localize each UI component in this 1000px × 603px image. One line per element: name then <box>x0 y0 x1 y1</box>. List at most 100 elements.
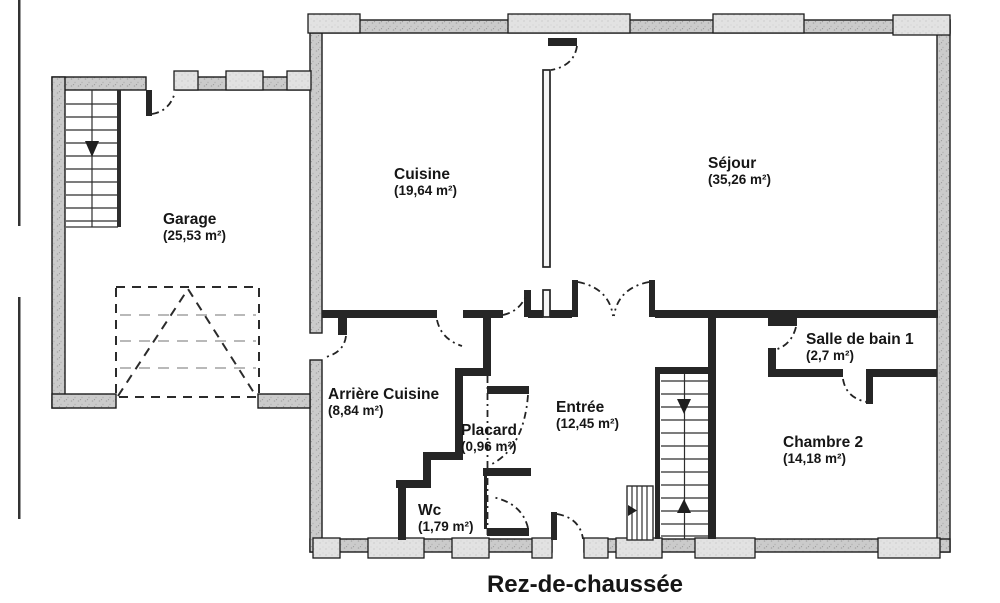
door-arc-sejour-left <box>577 281 614 317</box>
interior-walls <box>322 69 938 540</box>
window-bottom-2 <box>367 537 425 559</box>
room-name: Séjour <box>708 155 756 172</box>
room-area: (0,96 m²) <box>461 439 517 454</box>
door-arc-cuisine-sejour <box>550 45 578 71</box>
wall-cuisine-south-3 <box>528 310 543 318</box>
door-leaf-garage-side <box>146 90 152 116</box>
wall-bottom-left <box>309 538 553 553</box>
wall-cuisine-sejour-upper <box>542 69 551 268</box>
wall-entree-west <box>483 318 491 368</box>
room-area: (8,84 m²) <box>328 403 384 418</box>
wall-cuisine-sejour-lower <box>542 289 551 318</box>
wall-garage-west <box>51 76 66 409</box>
door-leaf-garage-ac <box>338 318 347 335</box>
wall-stair-left <box>655 367 660 539</box>
room-labels: Garage (25,53 m²) Cuisine (19,64 m²) Séj… <box>163 155 914 534</box>
wall-sejour-south-1 <box>550 310 572 318</box>
wall-wc-east-bar <box>483 468 531 476</box>
room-area: (14,18 m²) <box>783 451 846 466</box>
entree-stair-arrow-up-icon <box>677 499 691 513</box>
garage-door-outline <box>115 286 260 398</box>
label-arriere-cuisine: Arrière Cuisine (8,84 m²) <box>328 386 440 418</box>
room-name: Garage <box>163 211 217 228</box>
label-entree: Entrée (12,45 m²) <box>556 399 619 431</box>
wall-cuisine-south-1 <box>322 310 437 318</box>
window-garage-1 <box>173 70 199 91</box>
door-arc-entree-cuisine <box>502 292 528 316</box>
door-arc-front <box>556 513 584 540</box>
door-leaf-sejour-left <box>572 280 578 317</box>
door-leaf-sdb-top <box>768 318 797 326</box>
wall-sdb-bottom-left <box>768 369 843 377</box>
window-top-1 <box>307 13 361 34</box>
window-top-corner <box>892 14 951 36</box>
label-salle-de-bain-1: Salle de bain 1 (2,7 m²) <box>806 331 914 363</box>
window-bottom-1 <box>312 537 341 559</box>
window-bottom-5 <box>583 537 609 559</box>
entree-stair-arrow-down-icon <box>677 399 691 414</box>
label-chambre-2: Chambre 2 (14,18 m²) <box>783 434 863 466</box>
wall-garage-bottom-left <box>51 393 117 409</box>
room-name: Wc <box>418 502 442 519</box>
door-leaf-front <box>551 512 557 540</box>
label-placard: Placard (0,96 m²) <box>461 422 517 454</box>
wall-west-main-upper <box>309 32 323 334</box>
wall-entree-chambre2 <box>708 317 716 539</box>
door-leaf-cuisine-sejour <box>548 38 577 46</box>
door-arc-sejour-right <box>613 281 650 317</box>
windows <box>173 13 951 559</box>
door-arc-garage-side <box>151 91 176 115</box>
door-arc-wc <box>491 496 529 529</box>
wall-stair-top <box>655 367 712 374</box>
radiator <box>626 485 654 541</box>
garage-stair-arrow-down-icon <box>85 141 99 157</box>
wall-placard-top <box>455 368 491 376</box>
doors <box>146 38 873 540</box>
wall-wc-east-line <box>484 476 487 529</box>
window-top-2 <box>507 13 631 34</box>
window-garage-3 <box>286 70 312 91</box>
room-area: (12,45 m²) <box>556 416 619 431</box>
wall-sdb-bottom-right <box>866 369 937 377</box>
window-top-3 <box>712 13 805 34</box>
wall-wc-step <box>396 480 431 488</box>
room-area: (2,7 m²) <box>806 348 854 363</box>
staircase-garage <box>66 90 121 228</box>
room-name: Salle de bain 1 <box>806 331 914 348</box>
window-bottom-7 <box>694 537 756 559</box>
wall-sejour-south-2 <box>655 310 938 318</box>
door-arc-placard <box>491 394 529 465</box>
window-bottom-4 <box>531 537 553 559</box>
garage-door-panel-lines <box>120 314 256 369</box>
door-arc-garage-ac <box>325 335 347 358</box>
radiator-arrow-icon <box>628 505 637 516</box>
wall-right <box>936 19 951 553</box>
door-arc-sdb-bottom <box>842 378 868 403</box>
room-area: (25,53 m²) <box>163 228 226 243</box>
room-name: Chambre 2 <box>783 434 863 451</box>
label-cuisine: Cuisine (19,64 m²) <box>394 166 457 198</box>
room-area: (19,64 m²) <box>394 183 457 198</box>
door-leaf-sdb-bottom <box>866 377 873 404</box>
window-bottom-8 <box>877 537 941 559</box>
plan-title: Rez-de-chaussée <box>487 571 683 598</box>
room-name: Arrière Cuisine <box>328 386 440 403</box>
window-bottom-6 <box>615 537 663 559</box>
room-name: Placard <box>461 422 517 439</box>
label-wc: Wc (1,79 m²) <box>418 502 474 534</box>
room-name: Cuisine <box>394 166 450 183</box>
door-leaf-placard <box>487 386 529 394</box>
label-garage: Garage (25,53 m²) <box>163 211 226 243</box>
wall-placard-west <box>455 368 463 460</box>
garage-stair-right-rail <box>117 90 121 227</box>
staircase-entree <box>661 374 708 539</box>
window-garage-2 <box>225 70 264 91</box>
room-area: (35,26 m²) <box>708 172 771 187</box>
wall-garage-top-left <box>51 76 147 91</box>
wall-sdb-left-stub <box>768 348 776 377</box>
window-bottom-3 <box>451 537 490 559</box>
door-leaf-sejour-right <box>649 280 655 317</box>
scan-artifact-lines <box>18 0 21 519</box>
